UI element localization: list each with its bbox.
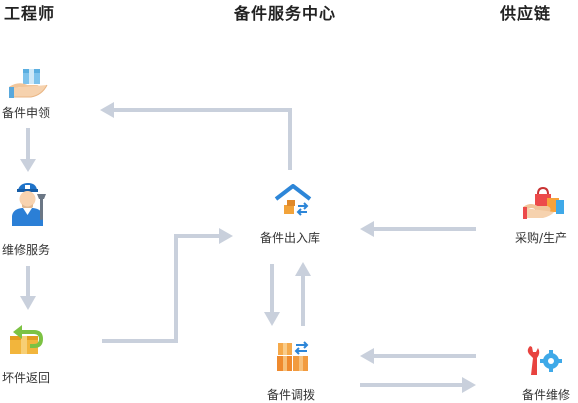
arrowhead-spare-repair	[462, 377, 476, 393]
wrench-gear-icon	[527, 346, 562, 375]
column-title-supply-chain: 供应链	[500, 4, 552, 23]
arrowhead-warehouse-up	[295, 262, 311, 276]
node-label-warehouse-io: 备件出入库	[260, 231, 321, 245]
arrowhead-repair	[20, 159, 36, 172]
arrowhead-transfer-down	[264, 312, 280, 326]
node-label-spare-repair: 备件维修	[522, 388, 571, 402]
column-title-service-center: 备件服务中心	[234, 4, 337, 23]
shopping-hand-icon	[523, 186, 564, 219]
column-title-engineer: 工程师	[4, 4, 56, 23]
arrow-warehouse-to-request	[112, 108, 292, 170]
arrow-return-to-warehouse	[102, 234, 220, 343]
arrowhead-return	[20, 296, 36, 310]
arrowhead-warehouse-from-procurement	[360, 221, 374, 237]
engineer-icon	[12, 183, 46, 226]
arrowhead-request	[100, 102, 114, 118]
node-label-procurement: 采购/生产	[515, 231, 568, 245]
arrowhead-warehouse-from-return	[219, 228, 233, 244]
node-label-repair-service: 维修服务	[2, 243, 51, 257]
arrowhead-transfer-from-repair	[360, 348, 374, 364]
node-label-bad-part-return: 坏件返回	[2, 371, 51, 385]
transfer-boxes-icon	[277, 341, 309, 371]
return-box-icon	[10, 325, 44, 354]
node-label-transfer: 备件调拨	[267, 388, 316, 402]
hand-box-icon	[9, 69, 48, 98]
warehouse-icon	[274, 184, 312, 216]
node-label-spare-request: 备件申领	[2, 106, 51, 120]
